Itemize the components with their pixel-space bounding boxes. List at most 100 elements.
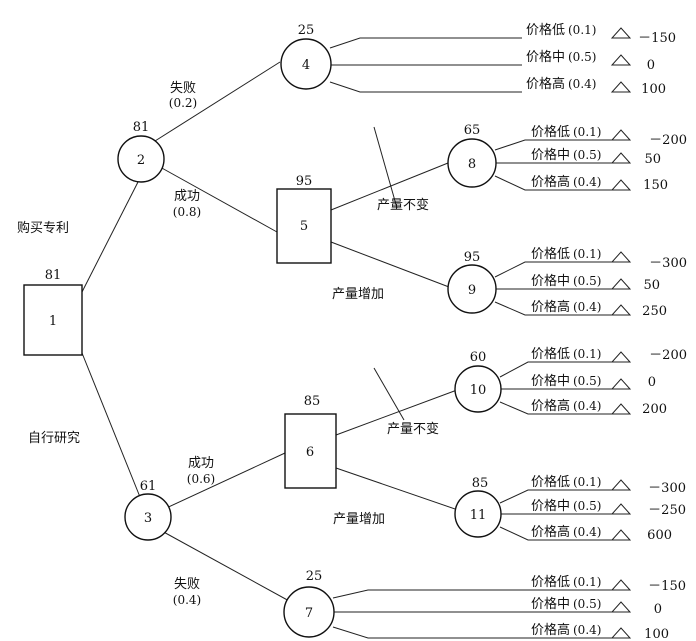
outcome-label: 价格中 (531, 596, 570, 612)
outcome-prob: (0.5) (568, 50, 596, 64)
branch-label-fail-a: 失败 (170, 81, 196, 96)
outcome-label: 价格高 (531, 299, 570, 315)
node-value-7: 25 (306, 569, 323, 584)
node-label-2: 2 (137, 153, 145, 168)
outcome-line-10-high (499, 401, 612, 415)
payoff-value: 600 (647, 528, 672, 543)
outcome-prob: (0.4) (568, 77, 596, 91)
outcome-label: 价格中 (531, 498, 570, 514)
edge-2-5 (159, 166, 278, 233)
chance-node-8 (447, 138, 497, 188)
edge-2-4 (154, 61, 281, 142)
payoff-value: －200 (649, 133, 687, 148)
branch-label-output-same-5: 产量不变 (377, 197, 429, 213)
chance-node-11 (454, 490, 502, 538)
node-label-11: 11 (470, 508, 487, 523)
chance-node-2 (117, 135, 165, 183)
outcome-prob: (0.5) (573, 597, 601, 611)
terminal-triangle (610, 129, 632, 141)
payoff-value: －300 (648, 481, 686, 496)
node-label-9: 9 (468, 283, 476, 298)
terminal-triangle (610, 601, 632, 613)
terminal-triangle (610, 627, 632, 639)
node-value-4: 25 (298, 23, 315, 38)
payoff-value: －150 (638, 31, 676, 46)
branch-prob-fail-b: (0.4) (173, 593, 201, 607)
payoff-value: 50 (643, 278, 660, 293)
terminal-triangle (610, 152, 632, 164)
terminal-triangle (610, 479, 632, 491)
outcome-line-8-low (494, 139, 612, 151)
outcome-line-7-low (332, 589, 612, 599)
payoff-value: －150 (648, 579, 686, 594)
outcome-line-4-high (329, 81, 522, 93)
outcome-prob: (0.1) (573, 247, 601, 261)
payoff-value: 200 (642, 402, 667, 417)
chance-node-10 (454, 365, 502, 413)
node-label-1: 1 (49, 314, 57, 329)
node-value-3: 61 (140, 479, 157, 494)
terminal-triangle (610, 529, 632, 541)
payoff-value: －250 (648, 503, 686, 518)
edge-3-7 (159, 529, 292, 603)
edge-5-9 (330, 241, 450, 288)
outcome-prob: (0.5) (573, 274, 601, 288)
node-value-9: 95 (464, 250, 481, 265)
outcome-line-11-high (499, 526, 612, 541)
outcome-line-8-high (494, 175, 612, 191)
outcome-prob: (0.1) (573, 347, 601, 361)
decision-node-5 (276, 188, 332, 264)
node-label-3: 3 (144, 511, 152, 526)
outcome-prob: (0.5) (573, 374, 601, 388)
node-value-8: 65 (464, 123, 481, 138)
payoff-value: 0 (654, 602, 662, 617)
node-value-6: 85 (304, 394, 321, 409)
edge-3-6 (161, 452, 286, 511)
outcome-line-9-low (494, 261, 612, 278)
payoff-value: 50 (644, 152, 661, 167)
chance-node-9 (447, 264, 497, 314)
node-value-10: 60 (470, 350, 487, 365)
terminal-triangle (610, 304, 632, 316)
node-label-8: 8 (468, 157, 476, 172)
outcome-label: 价格低 (531, 474, 570, 490)
payoff-value: －200 (649, 348, 687, 363)
outcome-prob: (0.4) (573, 175, 601, 189)
outcome-prob: (0.4) (573, 623, 601, 637)
terminal-triangle (610, 54, 632, 66)
outcome-prob: (0.1) (573, 125, 601, 139)
outcome-label: 价格低 (526, 22, 565, 38)
node-label-10: 10 (470, 383, 487, 398)
payoff-value: －300 (649, 256, 687, 271)
branch-label-self-research: 自行研究 (28, 431, 80, 446)
prune-mark-6 (373, 367, 405, 421)
terminal-triangle (610, 278, 632, 290)
node-value-1: 81 (45, 268, 62, 283)
node-label-7: 7 (305, 606, 313, 621)
outcome-label: 价格低 (531, 124, 570, 140)
payoff-value: 100 (641, 82, 666, 97)
outcome-line-11-low (499, 489, 612, 504)
node-label-6: 6 (306, 445, 314, 460)
outcome-label: 价格低 (531, 246, 570, 262)
payoff-value: 0 (647, 58, 655, 73)
terminal-triangle (610, 251, 632, 263)
outcome-label: 价格低 (531, 346, 570, 362)
edge-1-2 (81, 181, 139, 293)
branch-label-success-a: 成功 (174, 189, 200, 204)
branch-label-success-b: 成功 (188, 456, 214, 471)
node-value-11: 85 (472, 476, 489, 491)
terminal-triangle (610, 378, 632, 390)
terminal-triangle (610, 179, 632, 191)
outcome-label: 价格高 (526, 76, 565, 92)
outcome-label: 价格中 (531, 147, 570, 163)
outcome-label: 价格中 (526, 49, 565, 65)
branch-label-output-up-5: 产量增加 (332, 287, 384, 302)
terminal-triangle (610, 579, 632, 591)
branch-prob-success-b: (0.6) (187, 472, 215, 486)
terminal-triangle (610, 503, 632, 515)
chance-node-4 (280, 38, 332, 90)
outcome-label: 价格高 (531, 622, 570, 638)
edge-1-3 (81, 352, 141, 498)
